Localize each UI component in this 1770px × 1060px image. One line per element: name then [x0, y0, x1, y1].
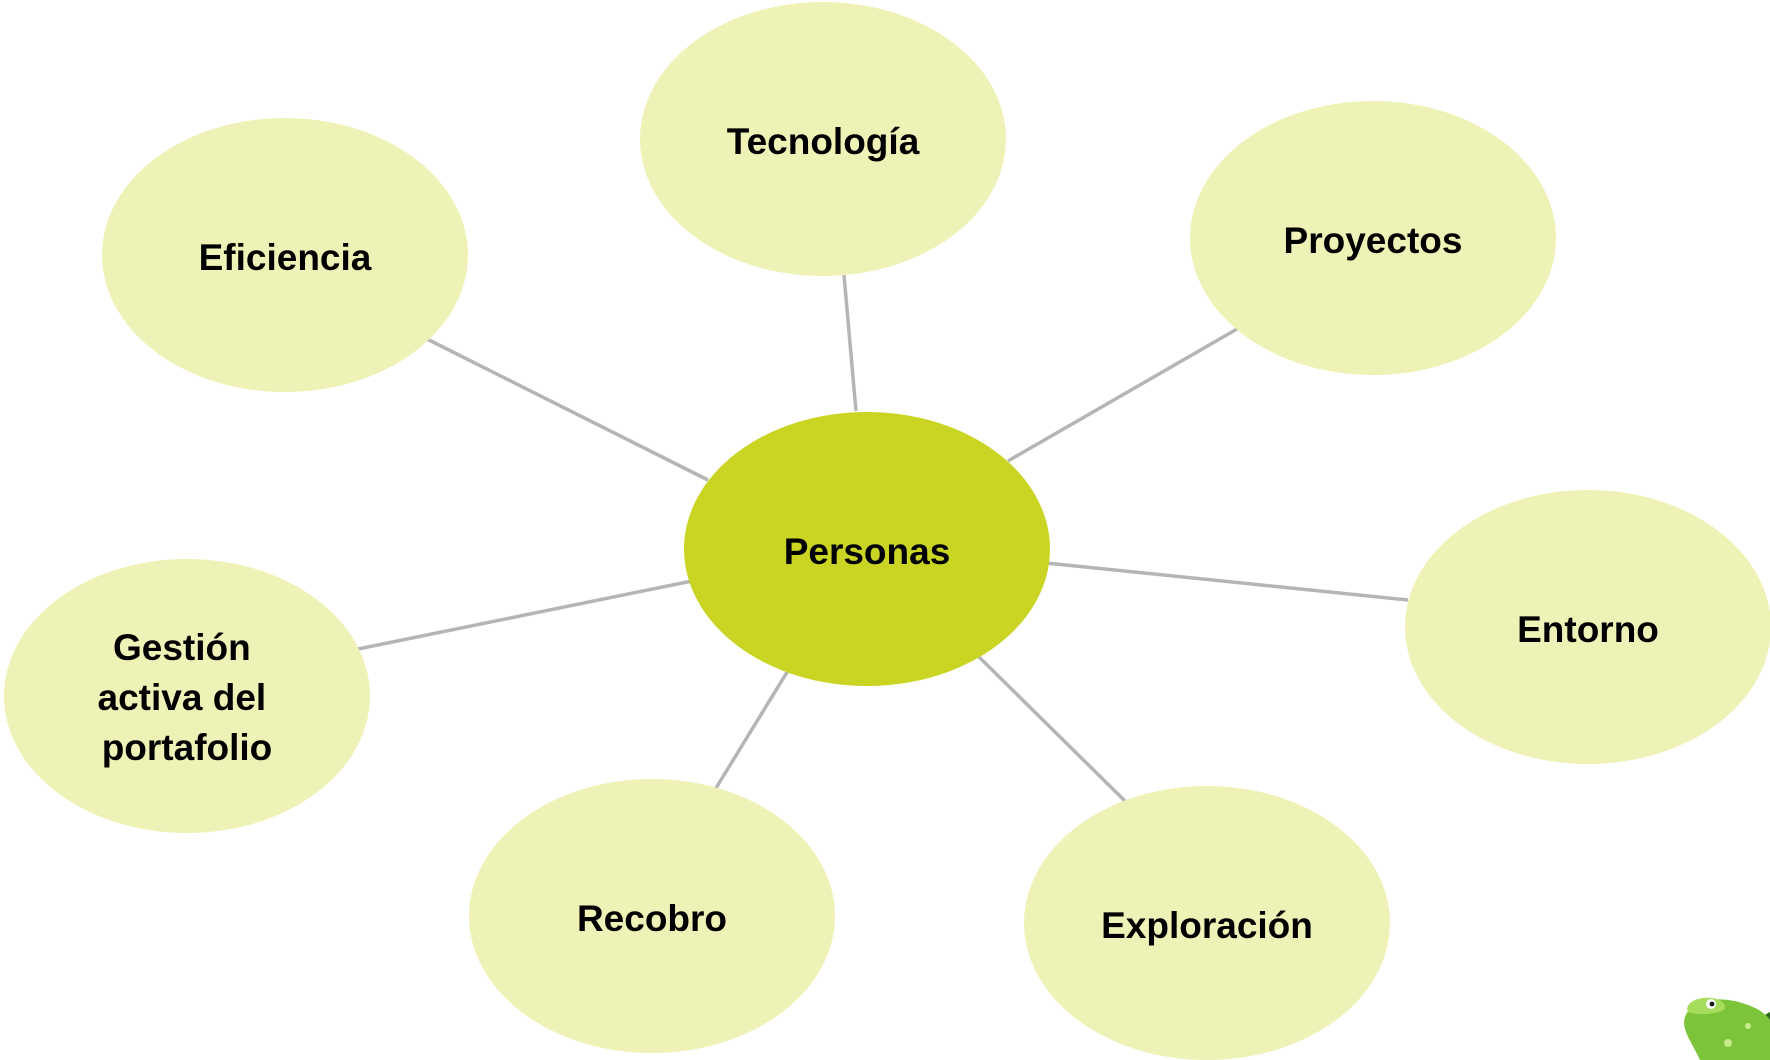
- node-exploracion-shape: [1024, 786, 1390, 1060]
- svg-text:Eficiencia: Eficiencia: [199, 237, 372, 278]
- node-proyectos-shape: [1190, 101, 1556, 375]
- center-node-shape: [684, 412, 1050, 686]
- node-proyectos-label: Proyectos: [1284, 220, 1463, 261]
- node-recobro: Recobro: [469, 779, 835, 1053]
- node-exploracion-label: Exploración: [1101, 905, 1313, 946]
- connectors: [357, 274, 1409, 804]
- connector-tecnologia: [842, 274, 858, 412]
- connector-gestion: [357, 579, 693, 651]
- connector-exploracion: [976, 654, 1128, 804]
- node-entorno: Entorno: [1405, 490, 1770, 764]
- svg-text:Recobro: Recobro: [577, 898, 727, 939]
- node-tecnologia-shape: [640, 2, 1006, 276]
- node-exploracion: Exploración: [1024, 786, 1390, 1060]
- node-eficiencia-shape: [102, 118, 468, 392]
- connector-entorno: [1045, 561, 1409, 602]
- node-entorno-label: Entorno: [1517, 609, 1659, 650]
- node-gestion-label-line-1: Gestión: [113, 627, 251, 668]
- node-tecnologia-label: Tecnología: [727, 121, 920, 162]
- svg-text:Proyectos: Proyectos: [1284, 220, 1463, 261]
- svg-text:Tecnología: Tecnología: [727, 121, 920, 162]
- node-gestion-label-line-3: portafolio: [102, 727, 273, 768]
- node-proyectos: Proyectos: [1190, 101, 1556, 375]
- svg-text:Exploración: Exploración: [1101, 905, 1313, 946]
- node-recobro-label: Recobro: [577, 898, 727, 939]
- connector-eficiencia: [426, 337, 709, 482]
- node-tecnologia: Tecnología: [640, 2, 1006, 276]
- connector-proyectos: [1007, 327, 1238, 463]
- center-node: Personas: [684, 412, 1050, 686]
- node-recobro-shape: [469, 779, 835, 1053]
- node-eficiencia: Eficiencia: [102, 118, 468, 392]
- node-gestion-label-line-2: activa del: [98, 677, 267, 718]
- node-gestion: Gestión activa del portafolio: [4, 559, 370, 833]
- center-node-label: Personas: [784, 531, 951, 572]
- svg-text:Personas: Personas: [784, 531, 951, 572]
- gecko-mascot-icon: [1684, 997, 1770, 1060]
- connector-recobro: [714, 668, 791, 789]
- node-eficiencia-label: Eficiencia: [199, 237, 372, 278]
- svg-text:Entorno: Entorno: [1517, 609, 1659, 650]
- svg-text:Gestión activa del: Gestión activa del portafolio: [98, 627, 277, 768]
- node-entorno-shape: [1405, 490, 1770, 764]
- node-gestion-shape: [4, 559, 370, 833]
